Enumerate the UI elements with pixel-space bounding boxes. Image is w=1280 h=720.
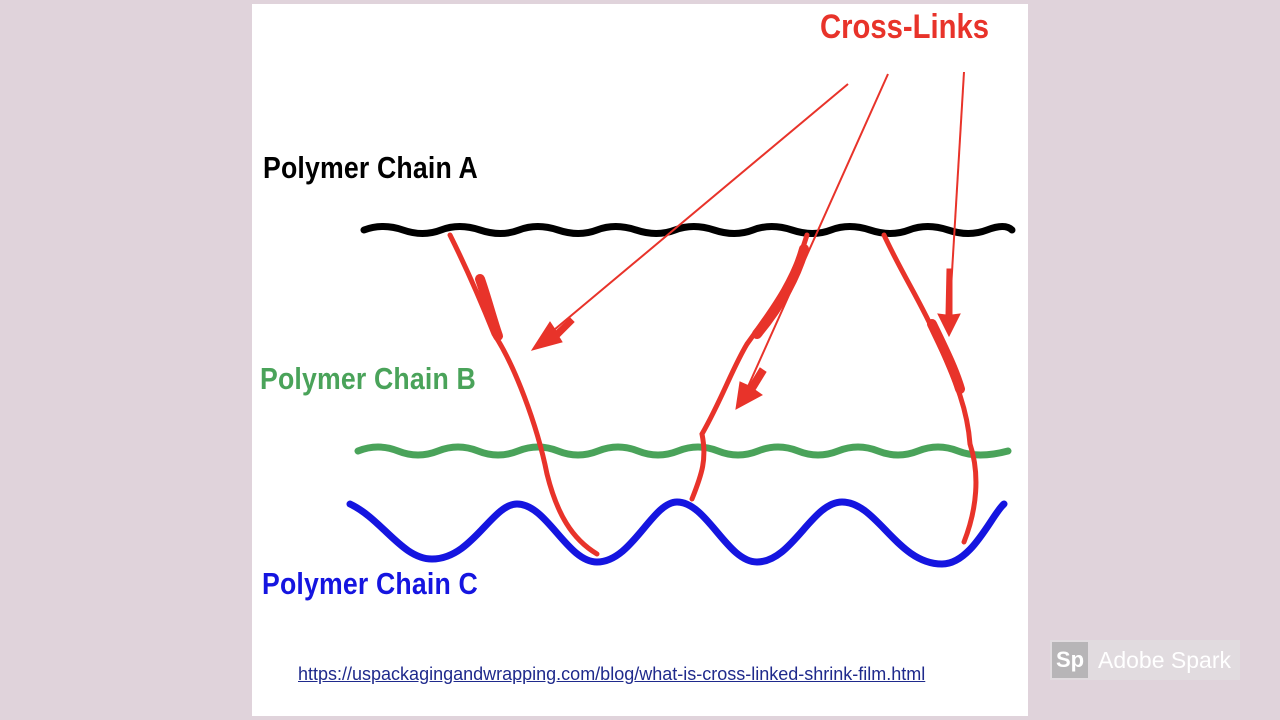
slide-canvas: Polymer Chain A Polymer Chain B Polymer … bbox=[252, 4, 1028, 716]
crosslink-diagram bbox=[346, 71, 1016, 568]
adobe-spark-brand: Adobe Spark bbox=[1098, 646, 1231, 673]
polymer-chain-c-label: Polymer Chain C bbox=[262, 566, 478, 601]
crosslink-2-thick bbox=[752, 244, 809, 339]
arrow-line-1 bbox=[541, 83, 849, 341]
polymer-chain-b-label: Polymer Chain B bbox=[260, 361, 476, 396]
crosslink-3-thick bbox=[927, 319, 965, 394]
arrowhead-1 bbox=[530, 317, 575, 351]
crosslink-1 bbox=[447, 232, 600, 557]
polymer-chain-b-line bbox=[354, 443, 1012, 459]
crosslink-1-thick bbox=[475, 274, 503, 341]
polymer-chain-c-line bbox=[346, 498, 1008, 568]
polymer-chain-a-line bbox=[360, 223, 1016, 237]
arrowhead-3 bbox=[937, 268, 961, 338]
cross-links-label: Cross-Links bbox=[820, 8, 989, 46]
adobe-spark-watermark: Sp Adobe Spark bbox=[1050, 640, 1240, 680]
polymer-chain-a-label: Polymer Chain A bbox=[263, 150, 478, 185]
source-link[interactable]: https://uspackagingandwrapping.com/blog/… bbox=[298, 664, 926, 684]
arrow-line-2 bbox=[741, 73, 889, 401]
adobe-spark-logo-icon: Sp bbox=[1052, 642, 1088, 678]
arrowhead-2 bbox=[735, 367, 767, 410]
